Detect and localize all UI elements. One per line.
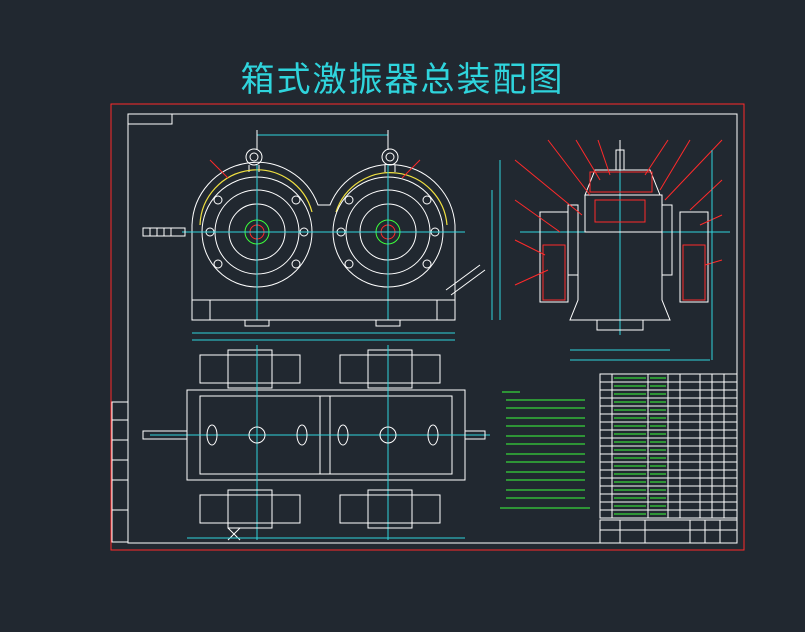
parts-list-table (599, 373, 738, 519)
side-view (514, 139, 730, 361)
title-block (599, 519, 738, 544)
sheet-inner-border (127, 113, 738, 544)
drawing-title: 箱式激振器总装配图 (240, 60, 565, 100)
sheet-outer-border (110, 103, 745, 551)
top-view (142, 345, 490, 541)
sheet-corner-tag (127, 113, 173, 125)
left-revision-strip (111, 401, 129, 543)
technical-requirements-block (500, 391, 590, 509)
front-view (142, 130, 501, 341)
